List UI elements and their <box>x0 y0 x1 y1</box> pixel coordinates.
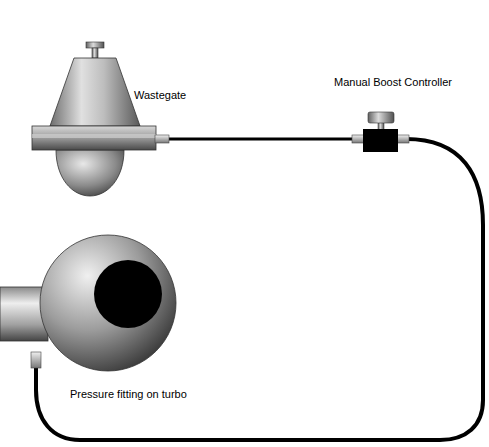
boost-controller-symbol <box>352 112 409 152</box>
part-label: Pressure fitting on turbo <box>70 388 187 401</box>
part-label: Wastegate <box>134 89 186 102</box>
wastegate-hose <box>168 138 358 141</box>
turbo-hose <box>36 139 483 440</box>
turbo-symbol <box>0 235 176 371</box>
part-label: Manual Boost Controller <box>334 76 452 89</box>
wastegate-symbol <box>32 42 169 196</box>
